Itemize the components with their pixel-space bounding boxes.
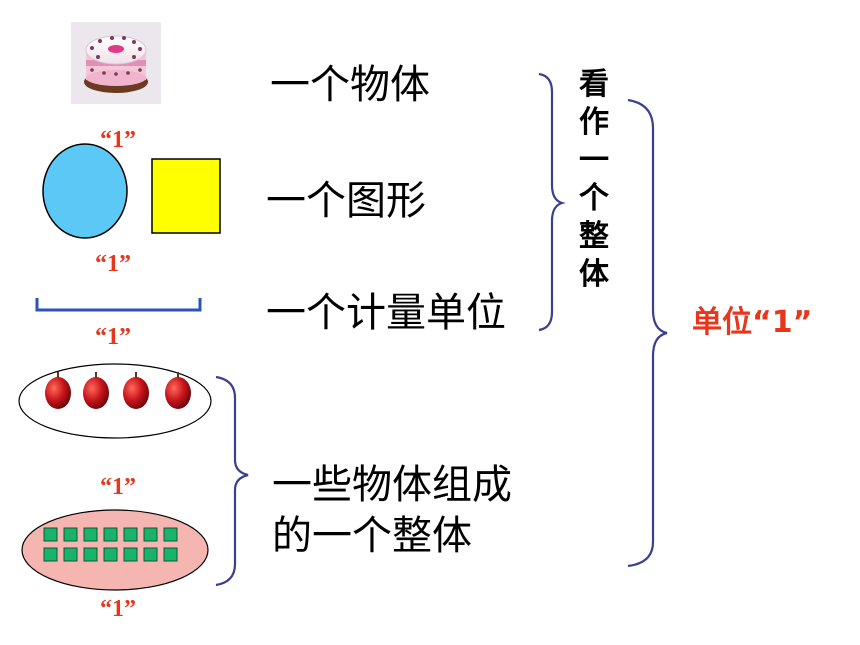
vertical-char: 整 [579,219,609,254]
text-shape: 一个图形 [266,178,426,224]
label-one-shapes: “1” [95,251,131,277]
vertical-phrase: 看 作 一 个 整 体 [576,66,612,294]
vertical-char: 一 [579,143,609,178]
yellow-square [151,158,221,234]
brace-first-three [538,72,566,332]
text-group-line2: 的一个整体 [272,513,472,559]
cube-icon [43,527,178,562]
blue-ellipse [42,143,128,239]
text-group-line1: 一些物体组成 [272,462,512,508]
apple-icon [45,372,191,409]
label-one-apples: “1” [100,474,136,500]
text-measure-unit: 一个计量单位 [266,290,506,336]
brace-group [215,375,249,587]
label-one-cubes: “1” [100,596,136,622]
label-one-cake: “1” [100,127,136,153]
vertical-char: 看 [579,67,609,102]
conclusion-unit-one: 单位“1” [692,305,813,340]
label-one-segment: “1” [95,324,131,350]
vertical-char: 作 [579,105,609,140]
line-segment [35,298,202,312]
vertical-char: 体 [579,257,609,292]
text-object: 一个物体 [270,62,430,108]
cake-icon [71,22,161,104]
vertical-char: 个 [579,181,609,216]
brace-all [627,98,668,568]
